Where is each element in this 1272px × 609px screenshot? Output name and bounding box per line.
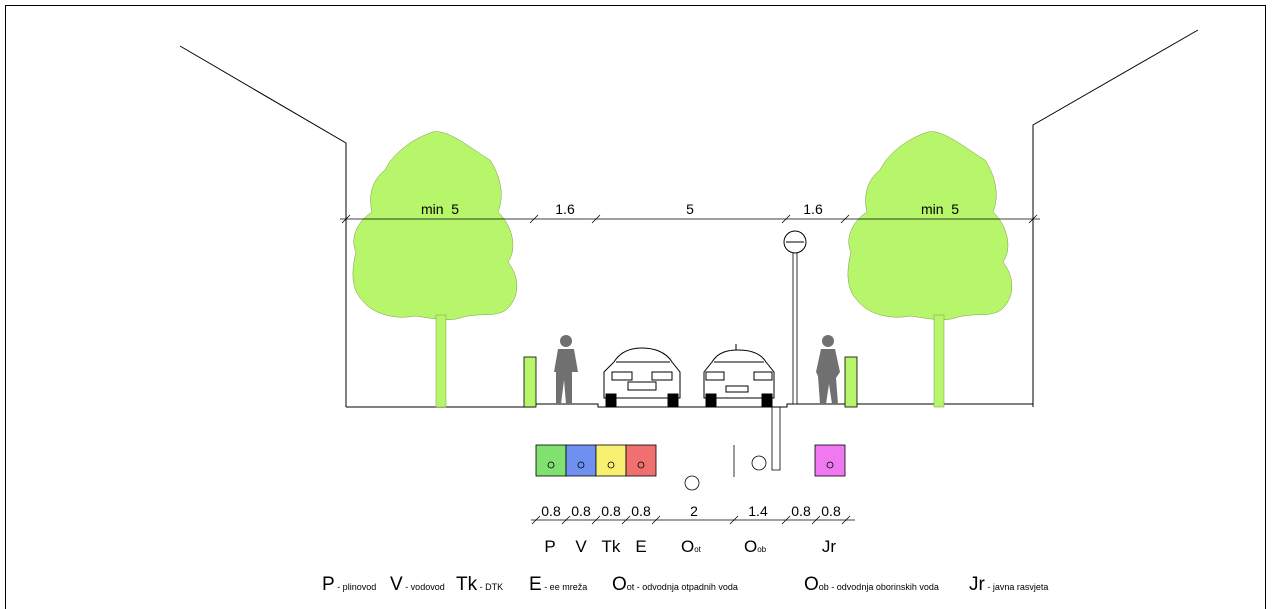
- legend-ee: E - ee mreža: [529, 574, 587, 595]
- legend-dtk: Tk - DTK: [456, 574, 503, 595]
- drawing-frame: [5, 5, 1266, 609]
- utility-box-vodovod: [565, 444, 597, 477]
- label-tk: Tk: [602, 537, 621, 556]
- tree-left-trunk: [435, 314, 447, 408]
- dim-util-p: 0.8: [541, 503, 561, 519]
- bollard-left: [523, 356, 537, 408]
- dim-util-oob: 1.4: [748, 503, 768, 519]
- legend-otpadne: Oot - odvodnja otpadnih voda: [612, 574, 738, 595]
- pipe-oborinske: [751, 455, 767, 471]
- dim-util-e: 0.8: [631, 503, 651, 519]
- building-left-outline: [179, 45, 347, 407]
- utility-box-ee: [625, 444, 657, 477]
- utility-box-dtk: [595, 444, 627, 477]
- label-v: V: [575, 537, 587, 556]
- tree-right: [847, 131, 1012, 408]
- car-left: [603, 347, 681, 408]
- utility-box-rasvjeta: [814, 444, 846, 477]
- label-p: P: [544, 537, 555, 556]
- tree-left-canopy: [352, 131, 517, 320]
- dim-util-oot: 2: [690, 503, 698, 519]
- label-jr: Jr: [822, 537, 837, 556]
- label-e: E: [635, 537, 646, 556]
- legend-plinovod: P - plinovod: [322, 574, 376, 595]
- dim-util-jr2: 0.8: [821, 503, 841, 519]
- street-lamp: [783, 230, 807, 405]
- dim-tree-left: min 5: [421, 201, 459, 217]
- dim-roadway: 5: [686, 201, 694, 217]
- legend-vodovod: V - vodovod: [390, 574, 445, 595]
- tree-right-trunk: [933, 314, 945, 408]
- dim-sidewalk-left: 1.6: [555, 201, 575, 217]
- dim-tree-right: min 5: [921, 201, 959, 217]
- building-right-outline: [1032, 29, 1199, 407]
- pedestrian-left: [554, 335, 578, 404]
- pipe-otpadne: [684, 475, 700, 491]
- car-right: [703, 344, 775, 408]
- dim-sidewalk-right: 1.6: [803, 201, 823, 217]
- tree-left: [352, 131, 517, 408]
- legend-oborinske: Oob - odvodnja oborinskih voda: [804, 574, 939, 595]
- bollard-right: [844, 356, 858, 408]
- label-oot: Oot: [681, 537, 702, 556]
- label-oob: Oob: [744, 537, 767, 556]
- legend-rasvjeta: Jr - javna rasvjeta: [969, 574, 1048, 595]
- utility-box-plinovod: [535, 444, 567, 477]
- dim-util-tk: 0.8: [601, 503, 621, 519]
- dim-util-jr1: 0.8: [791, 503, 811, 519]
- bottom-dimension-line: [531, 515, 855, 525]
- ground-line: [346, 403, 1033, 408]
- pedestrian-right: [816, 335, 840, 404]
- top-dimension-line: [340, 214, 1040, 224]
- dim-util-v: 0.8: [571, 503, 591, 519]
- drain-channel: [771, 407, 781, 471]
- tree-right-canopy: [847, 131, 1012, 320]
- utility-boxes: [535, 444, 846, 477]
- legend: P - plinovod V - vodovod Tk - DTK E - ee…: [322, 574, 1048, 595]
